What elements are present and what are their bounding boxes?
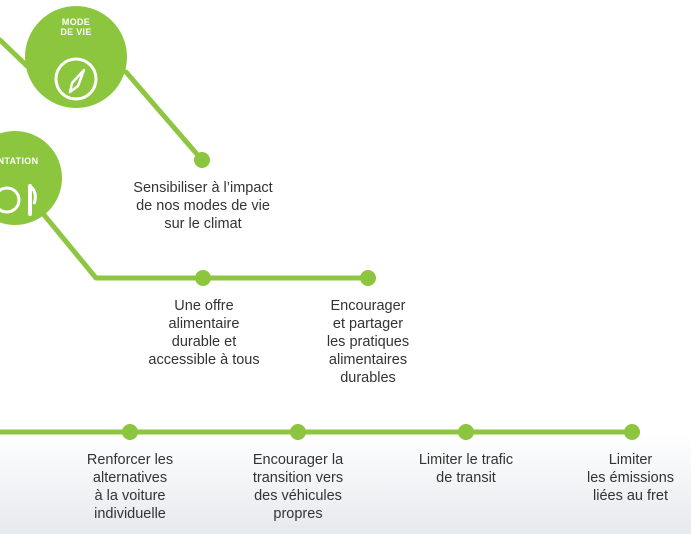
action-label-impact: Sensibiliser à l’impact de nos modes de … — [133, 180, 273, 232]
action-label-offre: Une offre alimentaire durable et accessi… — [148, 298, 260, 368]
node-dot-impact — [194, 152, 210, 168]
compass-icon — [54, 57, 98, 101]
action-label-pratiques: Encourager et partager les pratiques ali… — [326, 298, 410, 386]
node-dot-vehicules — [290, 424, 306, 440]
theme-title-mode-de-vie: MODE DE VIE — [60, 17, 92, 37]
theme-badge-mode-de-vie — [25, 6, 127, 108]
node-dot-trafic — [458, 424, 474, 440]
bottom-background-band — [0, 432, 691, 534]
connector-line-mode-de-vie-left — [0, 37, 30, 69]
node-dot-voiture — [122, 424, 138, 440]
node-dot-offre — [195, 270, 211, 286]
connector-line-alimentation — [37, 207, 371, 281]
action-label-fret: Limiter les émissions liées au fret — [586, 452, 675, 504]
connector-line-mode-de-vie — [123, 69, 205, 163]
action-label-trafic: Limiter le trafic de transit — [418, 452, 514, 486]
theme-title-alimentation: NTATION — [0, 156, 39, 166]
theme-badge-alimentation — [0, 131, 62, 225]
node-dot-fret — [624, 424, 640, 440]
plate-cutlery-icon — [0, 184, 37, 216]
action-label-vehicules: Encourager la transition vers des véhicu… — [252, 452, 344, 522]
node-dot-pratiques — [360, 270, 376, 286]
action-label-voiture: Renforcer les alternatives à la voiture … — [86, 452, 174, 522]
